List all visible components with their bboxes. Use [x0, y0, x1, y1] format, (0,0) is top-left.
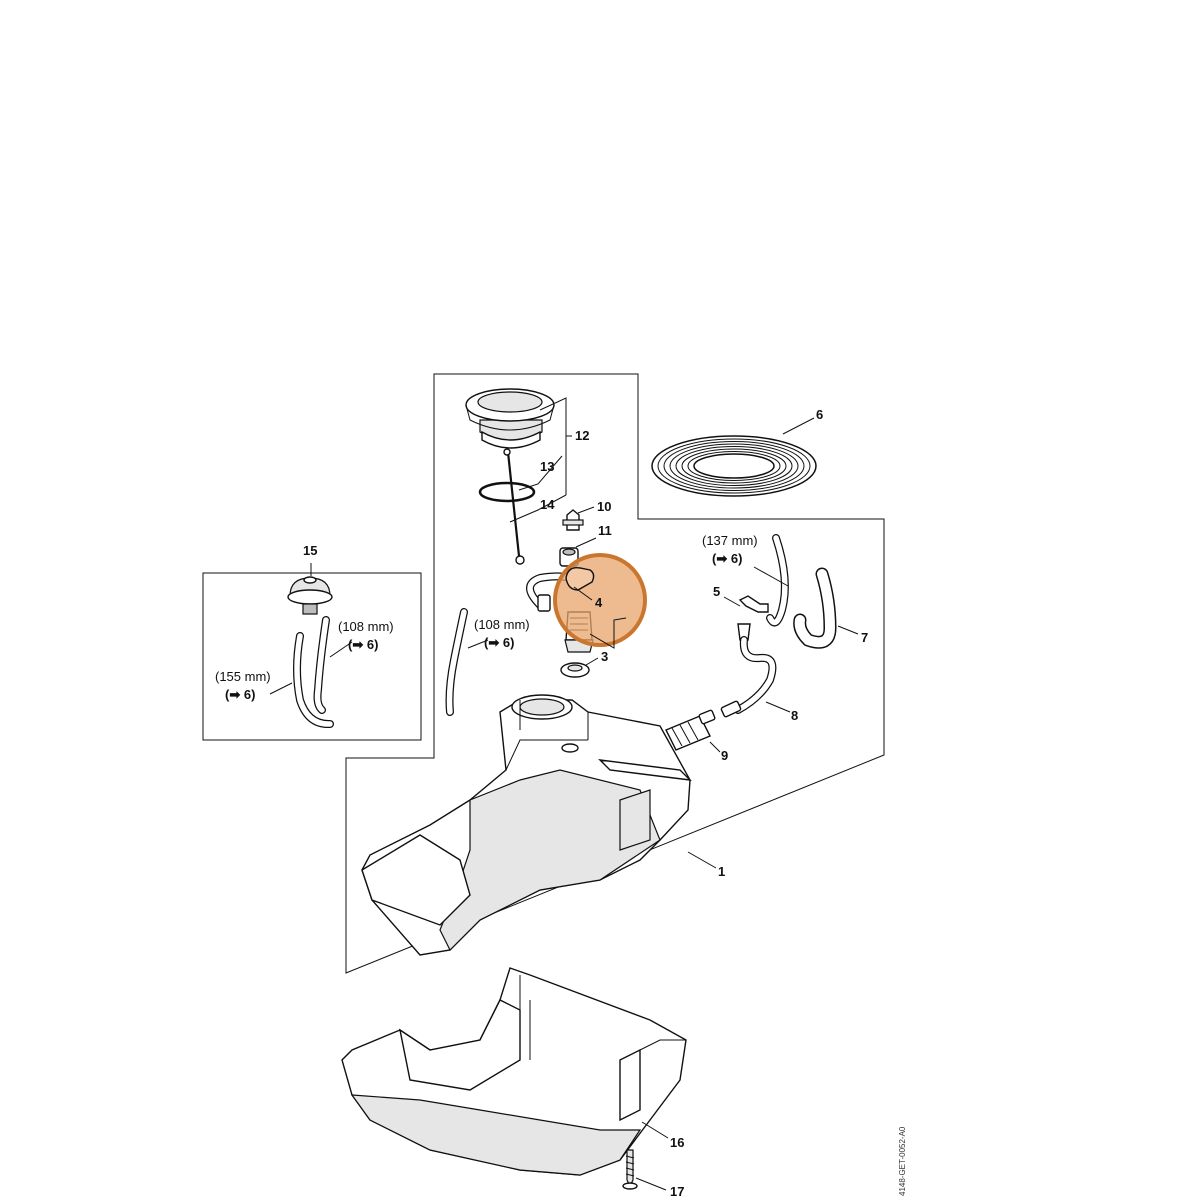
label-part-4: 4	[595, 595, 603, 610]
label-part-8: 8	[791, 708, 798, 723]
svg-text:(➡ 6): (➡ 6)	[712, 551, 742, 566]
vent-valve-10	[562, 509, 584, 531]
label-part-13: 13	[540, 459, 554, 474]
fuel-cap-12	[465, 388, 555, 449]
label-part-7: 7	[861, 630, 868, 645]
fuel-filter-9	[665, 709, 716, 751]
label-part-15: 15	[303, 543, 317, 558]
svg-text:(108 mm): (108 mm)	[474, 617, 530, 632]
svg-text:(155 mm): (155 mm)	[215, 669, 271, 684]
leader-lines	[269, 397, 859, 1191]
label-part-3: 3	[601, 649, 608, 664]
lower-housing-16	[341, 967, 687, 1176]
reference-code: 4148-GET-0052-A0	[898, 1126, 907, 1196]
o-ring-14	[478, 481, 536, 503]
strap-13	[503, 448, 525, 565]
svg-text:(137 mm): (137 mm)	[702, 533, 758, 548]
main-group-outline	[345, 373, 885, 974]
screw-17	[622, 1149, 638, 1190]
dimension-108mm-center: (108 mm) (➡ 6)	[474, 617, 530, 650]
primer-bulb-15	[287, 576, 333, 615]
dimension-155mm-box: (155 mm) (➡ 6)	[215, 669, 271, 702]
label-part-11: 11	[598, 523, 612, 538]
label-part-16: 16	[670, 1135, 684, 1150]
hose-108mm-box	[313, 616, 330, 714]
elbow-hose-7	[793, 567, 837, 649]
label-part-6: 6	[816, 407, 823, 422]
label-part-1: 1	[718, 864, 725, 879]
kit-15-box	[202, 572, 422, 741]
hose-coil-6	[651, 435, 817, 497]
label-part-5: 5	[713, 584, 720, 599]
grommet-3	[560, 662, 590, 678]
hose-137mm	[766, 534, 789, 627]
elbow-connector-5	[738, 595, 769, 613]
label-part-9: 9	[721, 748, 728, 763]
label-part-10: 10	[597, 499, 611, 514]
dimension-137mm: (137 mm) (➡ 6)	[702, 533, 758, 566]
fuel-tank-1	[361, 694, 692, 956]
label-part-17: 17	[670, 1184, 684, 1199]
svg-text:(➡ 6): (➡ 6)	[348, 637, 378, 652]
hose-155mm	[293, 632, 334, 729]
hose-108mm-center	[445, 608, 468, 716]
svg-text:(➡ 6): (➡ 6)	[484, 635, 514, 650]
label-part-14: 14	[540, 497, 555, 512]
svg-text:(108 mm): (108 mm)	[338, 619, 394, 634]
svg-text:(➡ 6): (➡ 6)	[225, 687, 255, 702]
label-part-12: 12	[575, 428, 589, 443]
dimension-108mm-box: (108 mm) (➡ 6)	[338, 619, 394, 652]
fuel-line-8	[720, 623, 777, 718]
